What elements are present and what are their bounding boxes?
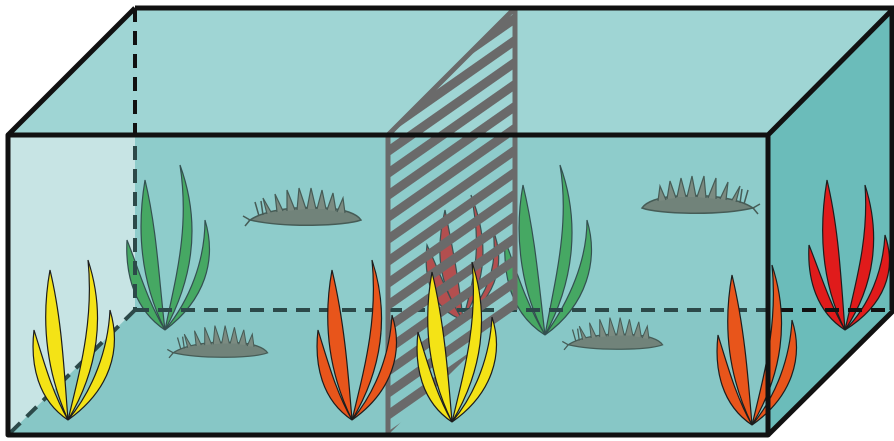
aquarium-diagram (0, 0, 894, 441)
